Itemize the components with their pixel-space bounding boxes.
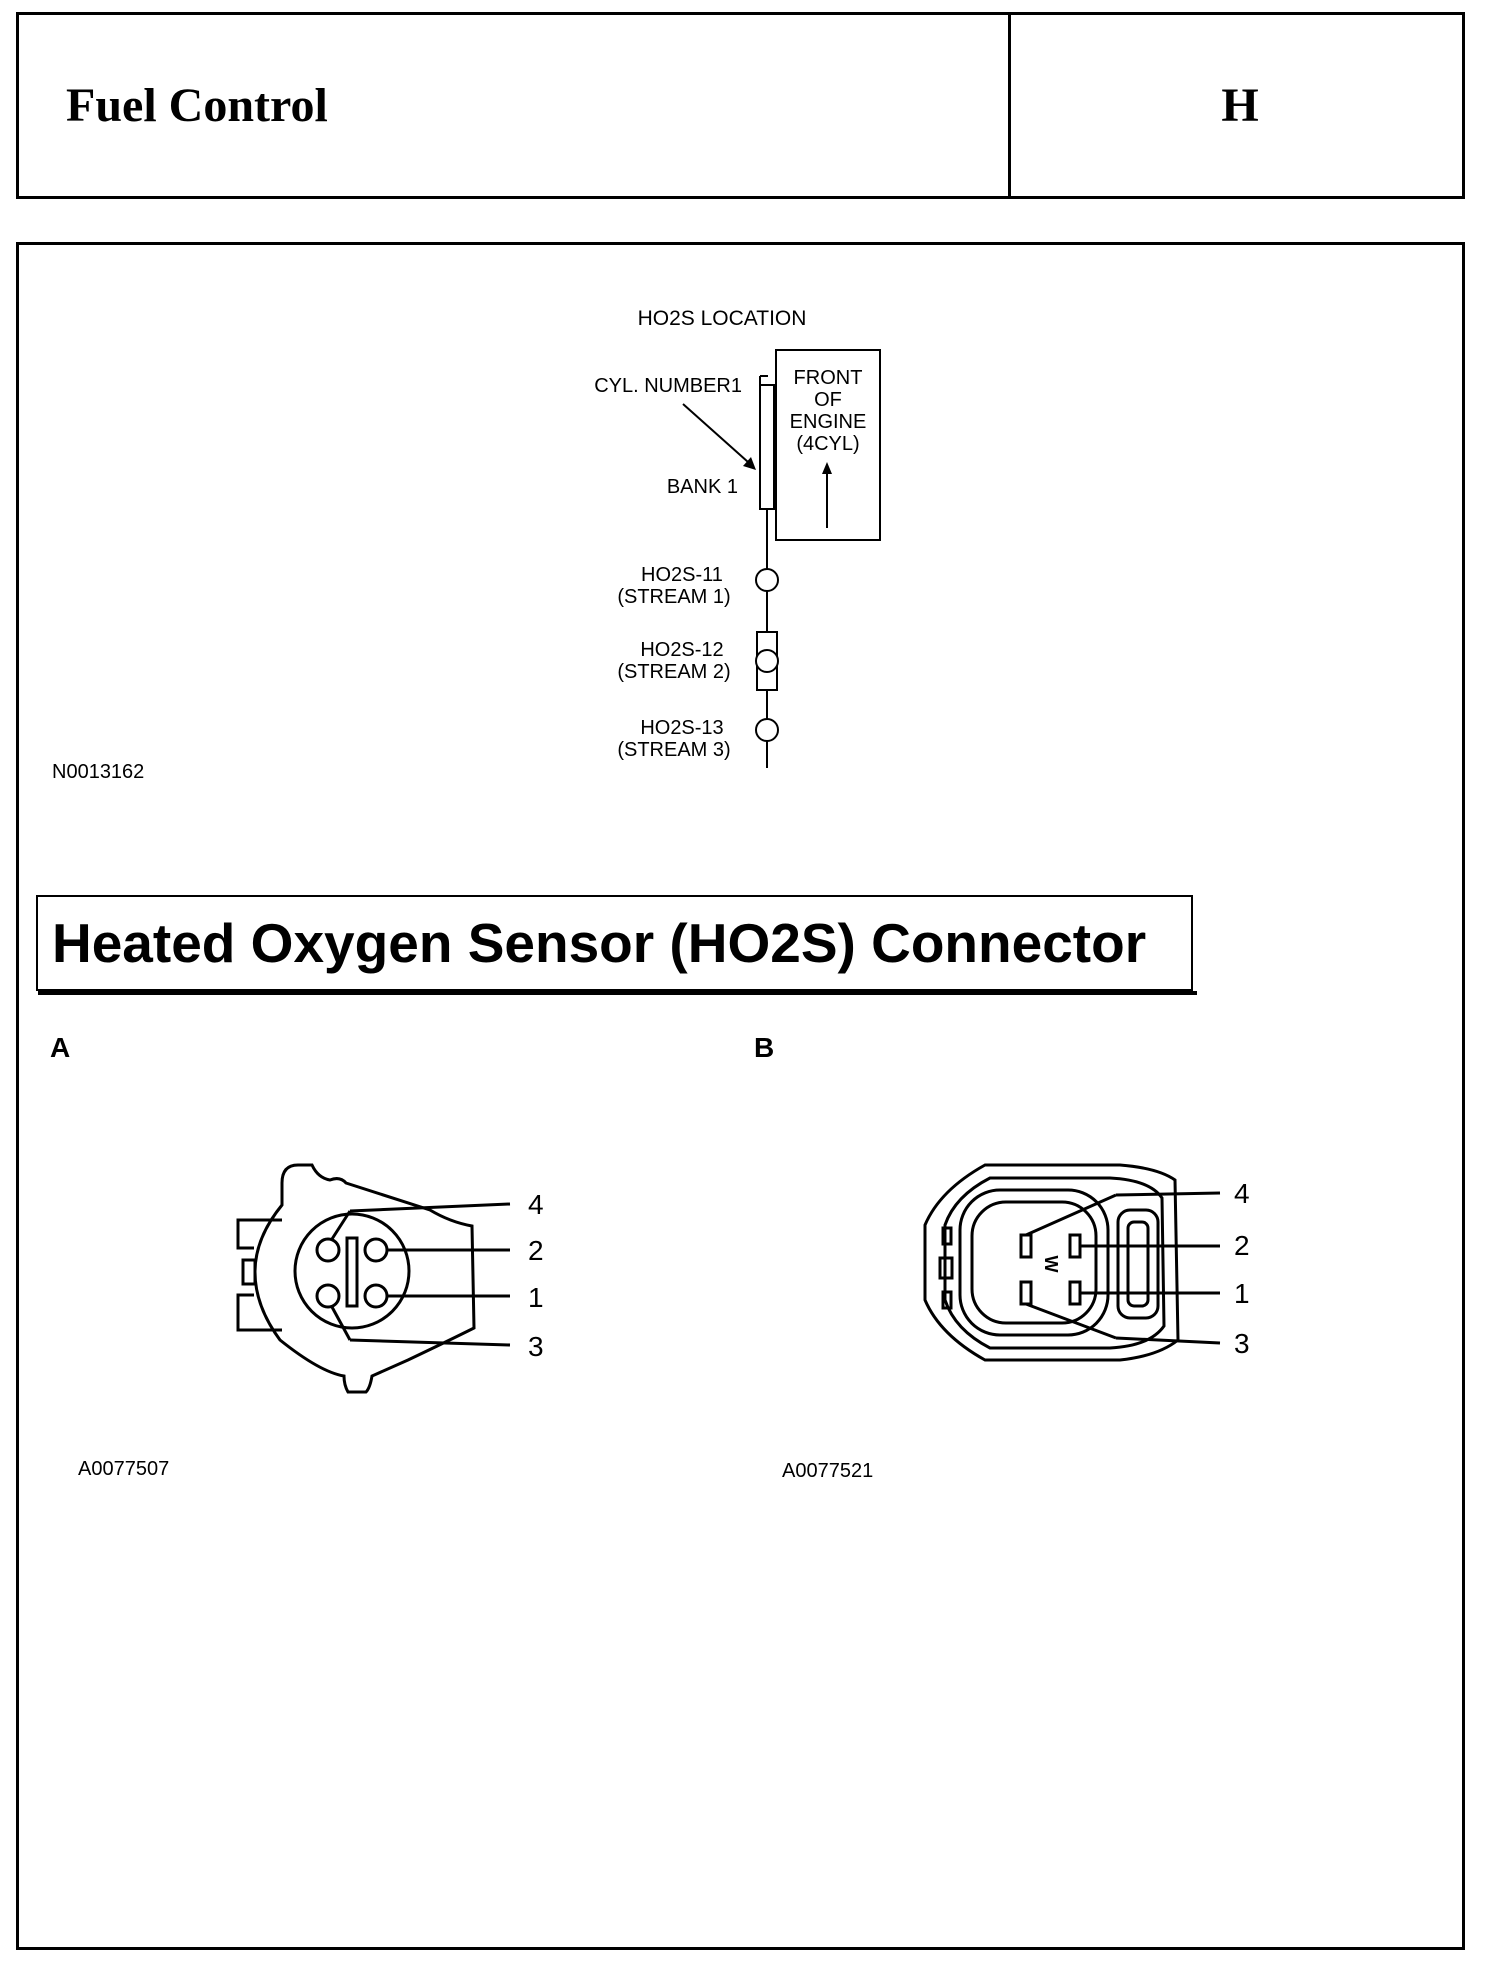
ho2s-12-stream: (STREAM 2) [617,661,730,683]
section-title: Heated Oxygen Sensor (HO2S) Connector [52,912,1147,974]
connector-a-label-2: 2 [528,1235,544,1266]
ho2s-11-name: HO2S-11 [641,564,723,586]
header-divider [1008,12,1011,199]
connector-b-pin-1 [1068,1280,1082,1306]
connector-a-letter: A [50,1032,71,1063]
connector-b-face-outer [958,1188,1110,1337]
connector-a-pin-1 [363,1283,389,1309]
connector-b-key-mark: W [1041,1256,1061,1273]
connector-b-rib-2 [938,1256,954,1280]
ho2s-13-stream: (STREAM 3) [617,739,730,761]
engine-box-line-4: (4CYL) [796,433,859,455]
connector-b-latch [1116,1208,1160,1320]
connector-a-lower-tab [236,1293,282,1332]
ho2s-location-diagram: HO2S LOCATION FRONT OF ENGINE (4CYL) CYL… [52,307,881,783]
ho2s-13-sensor [755,718,779,742]
connector-b-label-4: 4 [1234,1178,1250,1209]
section-letter: H [1221,79,1259,132]
connector-a-leader-3b [349,1338,511,1347]
connector-a-pin-2 [363,1237,389,1263]
header-box [16,12,1465,199]
connector-b-latch-inner [1126,1220,1150,1308]
connector-a-diagram [236,1163,511,1394]
connector-a-housing [253,1163,476,1394]
connector-a-leader-3a [330,1306,352,1341]
connector-b-diagram [923,1163,1221,1362]
connector-a-leader-4b [349,1202,511,1213]
connector-b-letter: B [754,1032,775,1063]
ho2s-13-name: HO2S-13 [640,717,723,739]
connector-b-pin-4 [1019,1233,1033,1259]
connector-b-leader-4a [1025,1193,1117,1237]
ho2s-11-stream: (STREAM 1) [617,586,730,608]
engine-box-line-2: OF [814,389,842,411]
connector-b-face-inner [970,1200,1098,1325]
connector-a-pin-4 [315,1237,341,1263]
connector-a-pin-labels: 4 2 1 3 [528,1189,544,1362]
connector-b-leader-3a [1025,1302,1117,1340]
connector-b-pin-labels: 4 2 1 3 [1234,1178,1250,1359]
connector-b-rib-1 [941,1226,953,1246]
connector-a-leader-4a [330,1210,352,1240]
connector-b-pin-2 [1068,1233,1082,1259]
location-ref-code: N0013162 [52,761,144,783]
front-arrow-head [822,462,832,474]
connector-b-rib-3 [941,1290,953,1310]
connector-b-leader-4b [1115,1191,1221,1197]
connector-a-face [293,1212,411,1330]
engine-box-line-1: FRONT [794,367,863,389]
connector-a-pin-3 [315,1283,341,1309]
connector-a-label-4: 4 [528,1189,544,1220]
engine-box-line-3: ENGINE [790,411,867,433]
engine-box [775,349,881,541]
connector-b-label-3: 3 [1234,1328,1250,1359]
content-frame [16,242,1465,1950]
connector-b-label-2: 2 [1234,1230,1250,1261]
connector-a-upper-tab [236,1218,282,1250]
connector-b-pin-3 [1019,1280,1033,1306]
connector-a-key [345,1236,359,1308]
location-title: HO2S LOCATION [638,307,807,330]
cyl-pointer-arrow [743,457,756,470]
ho2s-11-sensor [755,568,779,592]
page-title: Fuel Control [66,79,328,132]
connector-a-label-1: 1 [528,1282,544,1313]
bank-label: BANK 1 [667,476,738,498]
connector-b-ref-code: A0077521 [782,1460,874,1482]
ho2s-12-name: HO2S-12 [640,639,723,661]
section-title-box: Heated Oxygen Sensor (HO2S) Connector [36,895,1197,995]
ho2s-12-sensor [755,649,779,673]
cyl-pointer-line [682,403,749,463]
bank-1-bar [759,384,775,510]
connector-b-outer-rim [943,1176,1166,1350]
connector-b-outer-housing [923,1163,1180,1362]
connector-b-label-1: 1 [1234,1278,1250,1309]
connector-a-label-3: 3 [528,1331,544,1362]
connector-b-leader-3b [1115,1336,1221,1345]
connector-a-ref-code: A0077507 [78,1458,170,1480]
connector-a-side-latch [241,1258,257,1286]
cyl-number-label: CYL. NUMBER1 [594,375,742,397]
